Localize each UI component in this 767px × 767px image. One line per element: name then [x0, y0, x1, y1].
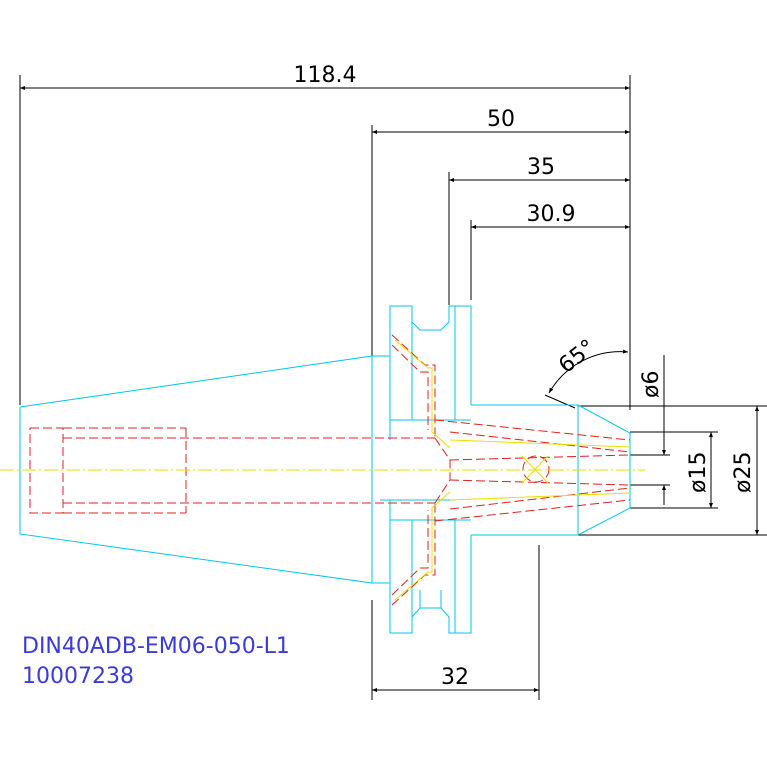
nose-to-tip-label: 30.9	[527, 202, 576, 227]
holder-outline	[19, 305, 631, 634]
step-to-tip-label: 35	[527, 155, 555, 180]
dimension-lines	[19, 75, 767, 700]
cone-angle-label: 65°	[554, 335, 600, 379]
nose-inner-label: ø15	[686, 452, 711, 493]
flange-to-tip-label: 50	[487, 107, 515, 132]
collet-bore-label: ø6	[639, 371, 664, 398]
part-number: 10007238	[22, 664, 134, 689]
part-designation: DIN40ADB-EM06-050-L1	[22, 634, 290, 659]
hidden-lines	[29, 334, 631, 606]
overall-length-label: 118.4	[294, 63, 357, 88]
centerline	[0, 339, 645, 601]
nose-outer-label: ø25	[731, 452, 756, 493]
flange-width-label: 32	[441, 665, 469, 690]
